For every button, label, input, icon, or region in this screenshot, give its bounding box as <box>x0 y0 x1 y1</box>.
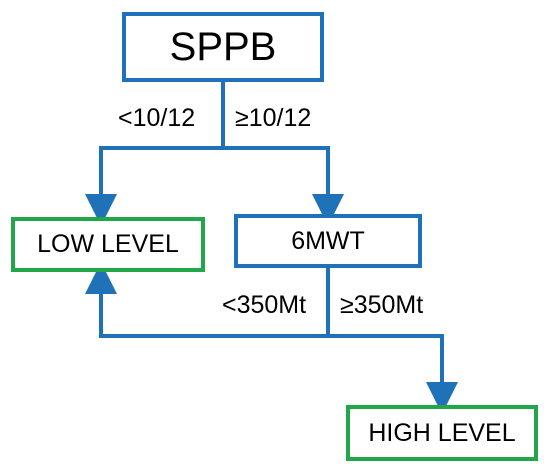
edge-label-mwt-high: ≥350Mt <box>340 291 424 319</box>
node-low-level-label: LOW LEVEL <box>37 230 179 258</box>
node-high-level-label: HIGH LEVEL <box>368 418 516 447</box>
node-sppb-label: SPPB <box>169 24 277 69</box>
node-low-level: LOW LEVEL <box>11 217 205 272</box>
node-6mwt-label: 6MWT <box>291 226 365 255</box>
node-sppb: SPPB <box>122 12 324 82</box>
edge-label-mwt-low: <350Mt <box>222 291 307 319</box>
edge-label-sppb-mwt: ≥10/12 <box>235 104 312 132</box>
node-high-level: HIGH LEVEL <box>346 405 538 461</box>
node-6mwt: 6MWT <box>234 214 422 268</box>
edge-label-sppb-low: <10/12 <box>118 104 196 132</box>
